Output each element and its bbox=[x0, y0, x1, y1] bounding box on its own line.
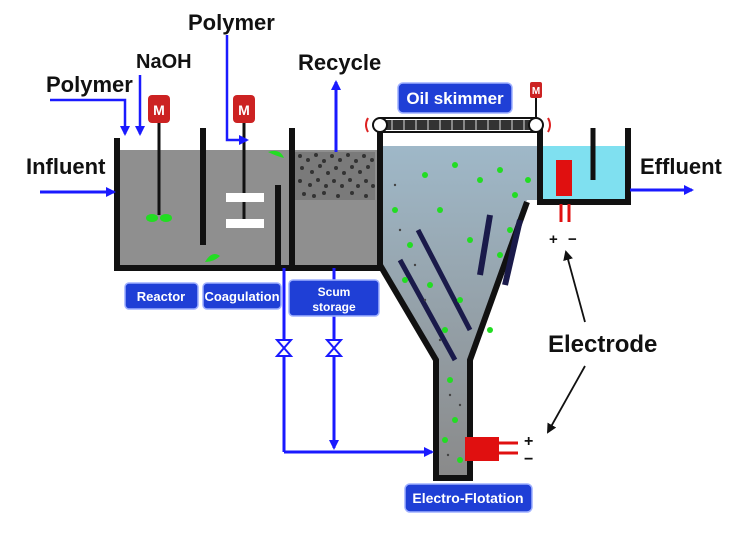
reactor-motor-symbol: M bbox=[153, 102, 165, 118]
reactor-motor-icon bbox=[148, 95, 170, 123]
lamella-plate bbox=[415, 228, 473, 332]
upper-electrode bbox=[556, 160, 572, 196]
coagulation-paddle bbox=[226, 219, 264, 228]
lamella-plate bbox=[477, 214, 493, 276]
electrode-label: Electrode bbox=[548, 331, 657, 358]
lower-electrode-group: + − bbox=[465, 433, 533, 468]
scum-storage-label-line2: storage bbox=[312, 300, 356, 314]
effluent-chamber-wall bbox=[537, 128, 631, 205]
polymer-top-label: Polymer bbox=[188, 10, 275, 35]
reactor-label: Reactor bbox=[137, 289, 185, 304]
lower-electrode bbox=[465, 437, 499, 461]
polymer-left-label: Polymer bbox=[46, 72, 133, 97]
flotation-tank bbox=[377, 128, 540, 481]
lower-electrode-minus: − bbox=[524, 451, 533, 468]
dosing-lines bbox=[50, 35, 249, 145]
recirculation-piping bbox=[274, 268, 434, 457]
skimmer-belt bbox=[378, 120, 538, 130]
recycle-label: Recycle bbox=[298, 50, 381, 75]
valve-icon[interactable] bbox=[324, 339, 344, 357]
air-bubbles bbox=[392, 162, 531, 463]
flotation-tank-wall bbox=[377, 128, 530, 481]
skimmer-motor-icon bbox=[530, 82, 542, 98]
clear-water bbox=[540, 146, 626, 202]
oil-skimmer-label: Oil skimmer bbox=[406, 89, 504, 108]
skimmer-motor-symbol: M bbox=[532, 86, 540, 97]
polymer-top-dosing-line bbox=[225, 35, 249, 145]
coagulation-motor-symbol: M bbox=[238, 102, 250, 118]
electro-flotation-tag: Electro-Flotation bbox=[404, 483, 533, 513]
left-tank-group bbox=[114, 128, 380, 271]
coagulation-tag: Coagulation bbox=[202, 282, 282, 310]
flocs bbox=[205, 150, 284, 262]
coagulation-paddle bbox=[226, 193, 264, 202]
reactor-mixer: M bbox=[146, 95, 172, 222]
upper-electrode-plus: + bbox=[549, 231, 558, 248]
valve-icon[interactable] bbox=[274, 339, 294, 357]
naoh-label: NaOH bbox=[136, 51, 192, 73]
effluent-label: Effluent bbox=[640, 154, 723, 179]
effluent-chamber: + − bbox=[537, 128, 631, 248]
scum-storage-label-line1: Scum bbox=[318, 285, 351, 299]
lower-electrode-plus: + bbox=[524, 433, 533, 450]
scum-storage-tag: Scum storage bbox=[288, 279, 380, 317]
reactor-impeller bbox=[160, 214, 172, 222]
skimmer-sprocket-right bbox=[528, 117, 544, 133]
scum-particles bbox=[295, 152, 375, 200]
electro-flotation-label: Electro-Flotation bbox=[412, 490, 523, 506]
electrode-pointer-lower bbox=[547, 365, 586, 434]
oil-skimmer: M bbox=[365, 82, 551, 133]
reactor-tag: Reactor bbox=[124, 282, 199, 310]
oil-skimmer-tag: Oil skimmer bbox=[397, 82, 513, 114]
skimmer-sprocket-left bbox=[372, 117, 388, 133]
electrode-pointer-upper bbox=[563, 250, 586, 323]
particle-dots bbox=[393, 183, 462, 457]
coagulation-motor-icon bbox=[233, 95, 255, 123]
polymer-left-dosing-line bbox=[50, 98, 130, 136]
influent-label: Influent bbox=[26, 154, 106, 179]
coagulation-label: Coagulation bbox=[204, 289, 279, 304]
coagulation-mixer: M bbox=[226, 95, 264, 228]
lamella-plate bbox=[502, 219, 523, 286]
reactor-impeller bbox=[146, 214, 158, 222]
upper-electrode-minus: − bbox=[568, 231, 577, 248]
lamella-plate bbox=[397, 258, 458, 362]
